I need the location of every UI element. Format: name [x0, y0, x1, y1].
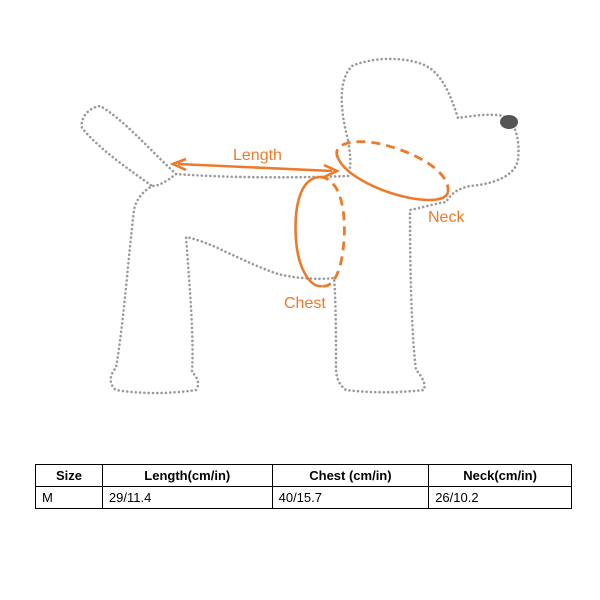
dog-outline [80, 57, 520, 395]
header-neck: Neck(cm/in) [428, 464, 572, 487]
table-header-row: Size Length(cm/in) Chest (cm/in) Neck(cm… [35, 464, 572, 487]
cell-size: M [35, 486, 103, 509]
cell-chest: 40/15.7 [271, 486, 430, 509]
length-label: Length [233, 147, 282, 164]
length-arrow [169, 157, 341, 179]
tail-joint-outline [150, 172, 178, 188]
header-size: Size [35, 464, 103, 487]
nose-icon [500, 115, 518, 129]
size-table: Size Length(cm/in) Chest (cm/in) Neck(cm… [35, 464, 572, 509]
cell-neck: 26/10.2 [428, 486, 572, 509]
neck-measure-ring [335, 140, 450, 202]
header-length: Length(cm/in) [101, 464, 273, 487]
cell-length: 29/11.4 [101, 486, 273, 509]
table-row: M 29/11.4 40/15.7 26/10.2 [35, 486, 572, 509]
chest-label: Chest [284, 295, 326, 312]
chest-measure-ring [294, 175, 346, 288]
neck-label: Neck [428, 209, 465, 226]
header-chest: Chest (cm/in) [271, 464, 430, 487]
dog-measurement-diagram: Length Neck Chest [80, 57, 520, 395]
